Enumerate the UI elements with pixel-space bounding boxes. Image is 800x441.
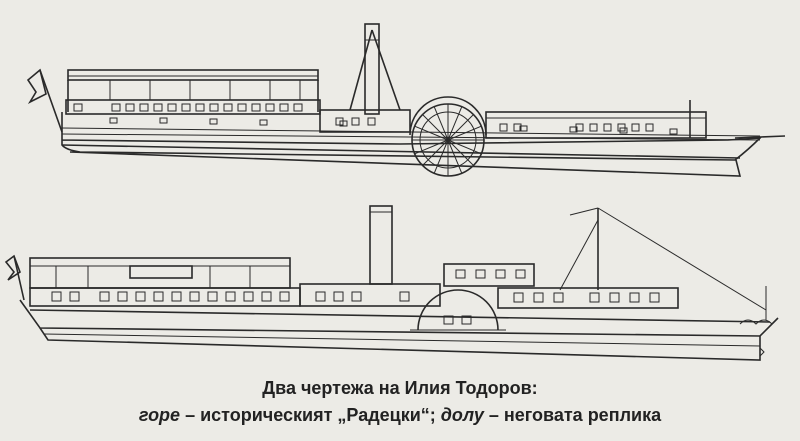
caption-top-text: – историческият „Радецки“; — [180, 405, 441, 425]
paddle-spoke — [447, 139, 482, 155]
top-ship-hull — [61, 112, 763, 161]
bottom-ship-funnel — [369, 205, 393, 285]
top-ship-waterline — [61, 144, 741, 159]
paddle-spoke — [447, 125, 482, 141]
top-ship-paddle-box — [409, 96, 487, 136]
paddle-spoke — [447, 139, 463, 174]
paddle-spoke — [433, 106, 449, 141]
caption-subtitle: горе – историческият „Радецки“; долу – н… — [0, 405, 800, 426]
paddle-spoke — [422, 139, 449, 166]
caption-top-word: горе — [138, 405, 181, 425]
top-ship-keel — [69, 151, 742, 177]
bottom-ship-paddle-box — [417, 289, 499, 331]
paddle-spoke — [414, 139, 449, 155]
paddle-spoke — [414, 125, 449, 141]
bottom-ship-wheelhouse — [443, 263, 535, 287]
bottom-ship-flagstaff — [13, 255, 25, 301]
paddle-spoke — [447, 114, 474, 141]
top-ship-bowsprit — [734, 135, 786, 139]
paddle-spoke — [433, 139, 449, 174]
bottom-ship-hull — [19, 299, 779, 337]
paddle-spoke — [447, 139, 474, 166]
top-ship-flagstaff — [39, 69, 63, 133]
caption-bottom-word: долу — [440, 405, 484, 425]
top-ship-funnel — [364, 23, 380, 115]
paddle-spoke — [447, 106, 463, 141]
bottom-ship-drawing — [4, 205, 779, 361]
top-ship-awning — [67, 69, 319, 81]
top-ship-flag — [26, 68, 47, 104]
bottom-ship-bow-ornament — [739, 319, 773, 325]
top-ship-stay — [349, 29, 373, 111]
bottom-ship-flag — [4, 254, 21, 281]
caption-title: Два чертежа на Илия Тодоров: — [262, 378, 538, 398]
paddle-spoke — [422, 114, 449, 141]
caption-bottom-text: – неговата реплика — [483, 405, 662, 425]
top-ship-drawing — [26, 23, 786, 177]
